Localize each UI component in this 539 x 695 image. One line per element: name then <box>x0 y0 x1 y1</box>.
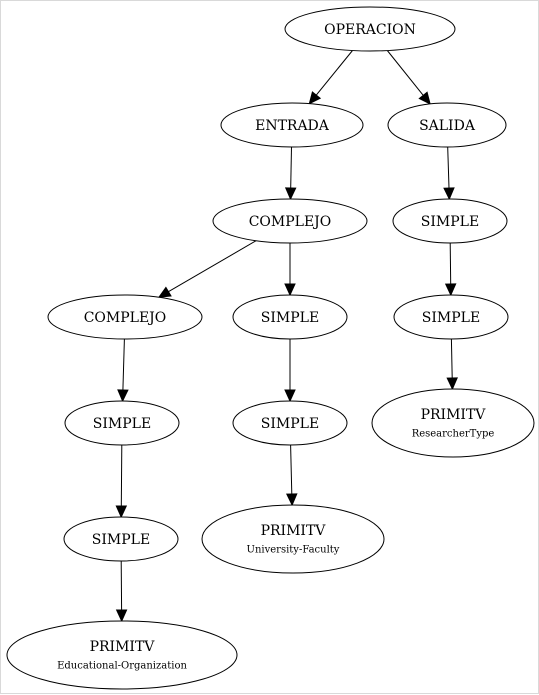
node-entrada: ENTRADA <box>221 103 363 147</box>
edge-complejo-2-to-simple-left-1 <box>118 339 128 401</box>
node-label: SIMPLE <box>93 416 151 432</box>
node-label: OPERACION <box>324 22 416 38</box>
node-simple-left-1: SIMPLE <box>65 401 179 445</box>
edge-operacion-to-salida <box>387 51 430 104</box>
edge-simple-mid-2-to-primitv-university <box>287 445 297 505</box>
edge-line <box>450 243 451 284</box>
node-salida: SALIDA <box>388 103 506 147</box>
arrowhead-icon <box>118 390 128 401</box>
node-label: PRIMITV <box>421 407 487 423</box>
edge-simple-mid-1-to-simple-mid-2 <box>285 339 295 401</box>
node-sublabel: University-Faculty <box>247 545 340 556</box>
edge-line <box>451 339 452 378</box>
node-ellipse <box>202 505 384 573</box>
edge-line <box>448 147 449 188</box>
node-ellipse <box>372 389 534 457</box>
edge-simple-left-1-to-simple-left-2 <box>116 445 126 517</box>
node-label: PRIMITV <box>90 639 156 655</box>
edge-simple-left-2-to-primitv-educational <box>117 561 127 621</box>
arrowhead-icon <box>116 506 126 517</box>
node-label: COMPLEJO <box>249 214 332 230</box>
node-primitv-educational: PRIMITV Educational-Organization <box>7 621 237 689</box>
node-label: SALIDA <box>419 118 476 134</box>
edge-line <box>121 445 122 506</box>
node-label: SIMPLE <box>421 214 479 230</box>
node-complejo-2: COMPLEJO <box>48 295 202 339</box>
edge-operacion-to-entrada <box>309 51 352 104</box>
node-label: COMPLEJO <box>84 310 167 326</box>
edge-line <box>123 339 125 390</box>
arrowhead-icon <box>287 494 297 505</box>
node-simple-mid-2: SIMPLE <box>233 401 347 445</box>
arrowhead-icon <box>117 610 127 621</box>
node-primitv-university: PRIMITV University-Faculty <box>202 505 384 573</box>
node-label: SIMPLE <box>422 310 480 326</box>
arrowhead-icon <box>446 284 456 295</box>
edge-simple-salida-1-to-simple-salida-2 <box>446 243 456 295</box>
node-ellipse <box>7 621 237 689</box>
arrowhead-icon <box>285 390 295 401</box>
arrowhead-icon <box>285 284 295 295</box>
edge-entrada-to-complejo-1 <box>286 147 296 199</box>
node-label: SIMPLE <box>261 416 319 432</box>
node-label: ENTRADA <box>255 118 330 134</box>
node-operacion: OPERACION <box>285 7 455 51</box>
nodes-layer: OPERACION ENTRADA SALIDA COMPLEJO SIMPLE COMP… <box>7 7 534 689</box>
edge-line <box>387 51 423 96</box>
edge-salida-to-simple-salida-1 <box>444 147 454 199</box>
node-primitv-researcher: PRIMITV ResearcherType <box>372 389 534 457</box>
node-simple-salida-2: SIMPLE <box>394 295 508 339</box>
node-sublabel: Educational-Organization <box>57 661 187 672</box>
node-sublabel: ResearcherType <box>412 429 495 440</box>
edge-complejo-1-to-simple-mid-1 <box>285 243 295 295</box>
edge-line <box>291 445 292 494</box>
node-complejo-1: COMPLEJO <box>213 199 367 243</box>
arrowhead-icon <box>286 188 296 199</box>
arrowhead-icon <box>444 188 454 199</box>
node-simple-mid-1: SIMPLE <box>233 295 347 339</box>
arrowhead-icon <box>309 92 320 104</box>
node-simple-salida-1: SIMPLE <box>393 199 507 243</box>
node-label: SIMPLE <box>261 310 319 326</box>
arrowhead-icon <box>419 92 430 104</box>
edge-complejo-1-to-complejo-2 <box>159 241 256 298</box>
edge-simple-salida-2-to-primitv-researcher <box>447 339 457 389</box>
edge-line <box>168 241 256 292</box>
arrowhead-icon <box>159 287 171 297</box>
edge-line <box>316 51 352 96</box>
arrowhead-icon <box>447 378 457 389</box>
edge-line <box>291 147 292 188</box>
node-simple-left-2: SIMPLE <box>64 517 178 561</box>
node-label: SIMPLE <box>92 532 150 548</box>
node-label: PRIMITV <box>261 523 327 539</box>
